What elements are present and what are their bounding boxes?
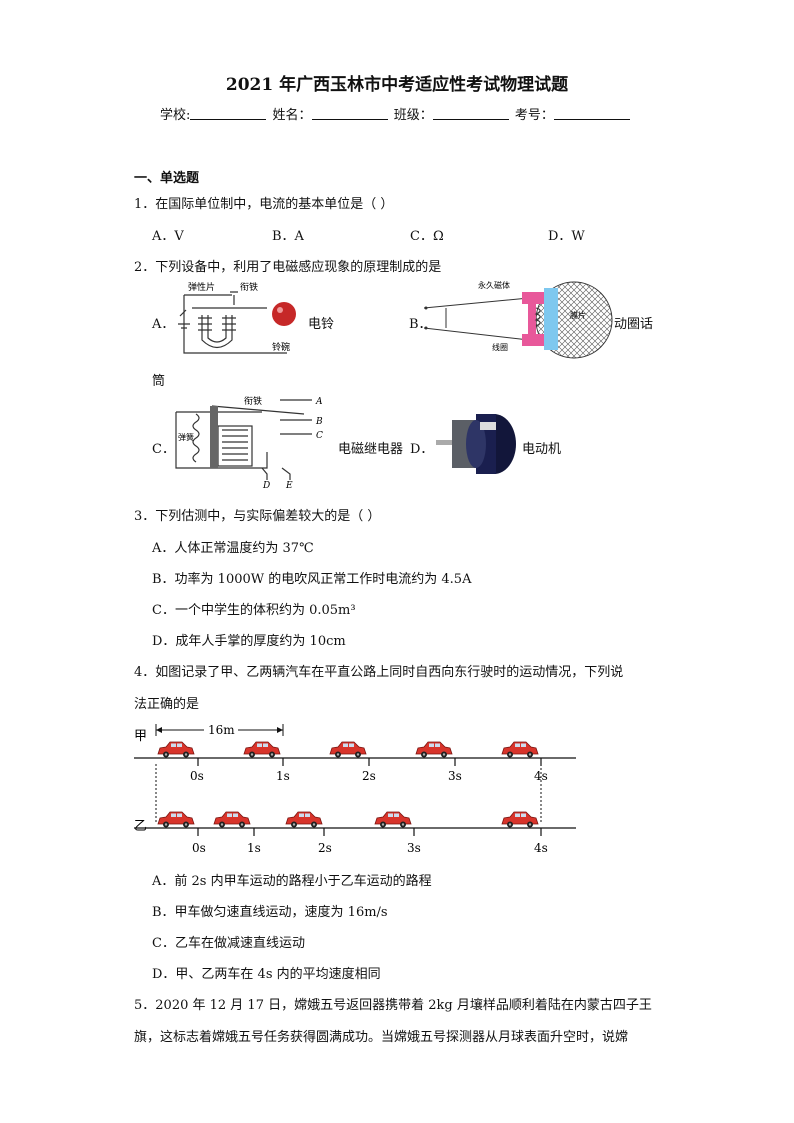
q3-option-a[interactable]: A．人体正常温度约为 37℃ bbox=[152, 541, 314, 556]
car-jia-4 bbox=[501, 741, 539, 758]
mic-membrane-label: 膜片 bbox=[570, 310, 586, 320]
car-yi-0 bbox=[157, 811, 195, 828]
car-yi-1 bbox=[213, 811, 251, 828]
name-blank[interactable] bbox=[311, 107, 388, 120]
q5-stem-line2: 旗，这标志着嫦娥五号任务获得圆满成功。当嫦娥五号探测器从月球表面升空时，说嫦 bbox=[134, 1030, 629, 1045]
student-info: 学校: 姓名： 班级： 考号： bbox=[160, 104, 632, 123]
car-yi-4 bbox=[501, 811, 539, 828]
car-jia-0 bbox=[157, 741, 195, 758]
q4-stem-line2: 法正确的是 bbox=[134, 697, 200, 712]
relay-figure: 衔铁 弹簧 A B C D E bbox=[175, 395, 323, 488]
bell-bowl-label: 铃碗 bbox=[272, 341, 290, 353]
q3-option-b[interactable]: B．功率为 1000W 的电吹风正常工作时电流约为 4.5A bbox=[152, 572, 472, 587]
q2-option-c-text: 电磁继电器 bbox=[338, 442, 404, 457]
q2-option-c-label[interactable]: C． bbox=[152, 442, 175, 457]
tick-yi-3: 3s bbox=[407, 841, 421, 855]
car-jia-1 bbox=[243, 741, 281, 758]
relay-terminal-a: A bbox=[315, 397, 323, 407]
number-label: 考号： bbox=[514, 108, 554, 123]
relay-terminal-d: D bbox=[262, 481, 270, 488]
q1-option-a[interactable]: A．V bbox=[152, 229, 184, 244]
bell-spring-label: 弹性片 bbox=[188, 281, 215, 293]
q4-stem-line1: 4．如图记录了甲、乙两辆汽车在平直公路上同时自西向东行驶时的运动情况，下列说 bbox=[134, 665, 624, 680]
motor-figure bbox=[436, 414, 516, 474]
section-heading: 一、单选题 bbox=[134, 171, 200, 186]
class-label: 班级： bbox=[393, 108, 433, 123]
row-label-jia: 甲 bbox=[134, 729, 147, 744]
q2-option-d-text: 电动机 bbox=[522, 442, 562, 457]
number-blank[interactable] bbox=[553, 107, 630, 120]
q1-option-b[interactable]: B．A bbox=[272, 229, 304, 244]
tick-jia-2: 2s bbox=[362, 769, 376, 783]
mic-coil-label: 线圈 bbox=[492, 342, 508, 352]
q1-stem: 1．在国际单位制中，电流的基本单位是（ ） bbox=[134, 197, 394, 212]
q4-option-b[interactable]: B．甲车做匀速直线运动，速度为 16m/s bbox=[152, 905, 388, 920]
school-label: 学校: bbox=[160, 108, 191, 123]
q3-stem: 3．下列估测中，与实际偏差较大的是（ ） bbox=[134, 509, 381, 524]
q1-option-d[interactable]: D．W bbox=[548, 229, 585, 244]
q2-option-a-text: 电铃 bbox=[308, 317, 335, 332]
q4-option-c[interactable]: C．乙车在做减速直线运动 bbox=[152, 936, 305, 951]
class-blank[interactable] bbox=[432, 107, 509, 120]
relay-terminal-c: C bbox=[316, 431, 323, 441]
relay-spring-label: 弹簧 bbox=[178, 432, 194, 442]
tick-yi-0: 0s bbox=[192, 841, 206, 855]
tick-yi-1: 1s bbox=[247, 841, 261, 855]
car-jia-2 bbox=[329, 741, 367, 758]
relay-armature-label: 衔铁 bbox=[244, 395, 262, 407]
car-jia-3 bbox=[415, 741, 453, 758]
car-yi-3 bbox=[374, 811, 412, 828]
distance-label: 16m bbox=[208, 723, 235, 737]
q4-option-a[interactable]: A．前 2s 内甲车运动的路程小于乙车运动的路程 bbox=[152, 874, 432, 889]
tick-yi-2: 2s bbox=[318, 841, 332, 855]
q2-option-d-label[interactable]: D． bbox=[410, 442, 434, 457]
relay-terminal-b: B bbox=[315, 417, 323, 427]
microphone-figure: 永久磁体 膜片 线圈 bbox=[424, 280, 613, 359]
car-motion-figure: 甲 乙 16m 0s 1s 2s 3s 4s 0s 1s 2s 3s 4s bbox=[134, 722, 576, 855]
q5-stem-line1: 5．2020 年 12 月 17 日，嫦娥五号返回器携带着 2kg 月壤样品顺利… bbox=[134, 998, 652, 1013]
q2-option-a-label[interactable]: A． bbox=[152, 317, 175, 332]
page-title: 2021 年广西玉林市中考适应性考试物理试题 bbox=[225, 75, 569, 95]
bell-armature-label: 衔铁 bbox=[240, 281, 258, 293]
row-label-yi: 乙 bbox=[134, 819, 147, 834]
mic-magnet-label: 永久磁体 bbox=[478, 280, 510, 290]
tick-jia-3: 3s bbox=[448, 769, 462, 783]
q2-stem: 2．下列设备中，利用了电磁感应现象的原理制成的是 bbox=[134, 260, 442, 275]
relay-terminal-e: E bbox=[285, 481, 293, 488]
q2-option-b-text-wrap: 筒 bbox=[152, 374, 166, 389]
electric-bell-figure: 弹性片 衔铁 铃碗 bbox=[178, 281, 296, 354]
name-label: 姓名： bbox=[272, 108, 312, 123]
tick-jia-1: 1s bbox=[276, 769, 290, 783]
q3-option-c[interactable]: C．一个中学生的体积约为 0.05m³ bbox=[152, 603, 356, 618]
tick-jia-0: 0s bbox=[190, 769, 204, 783]
q3-option-d[interactable]: D．成年人手掌的厚度约为 10cm bbox=[152, 634, 346, 649]
school-blank[interactable] bbox=[190, 107, 267, 120]
q4-option-d[interactable]: D．甲、乙两车在 4s 内的平均速度相同 bbox=[152, 967, 381, 982]
car-yi-2 bbox=[285, 811, 323, 828]
q2-option-b-text: 动圈话 bbox=[614, 317, 654, 332]
tick-yi-4: 4s bbox=[534, 841, 548, 855]
q1-option-c[interactable]: C．Ω bbox=[410, 229, 444, 244]
